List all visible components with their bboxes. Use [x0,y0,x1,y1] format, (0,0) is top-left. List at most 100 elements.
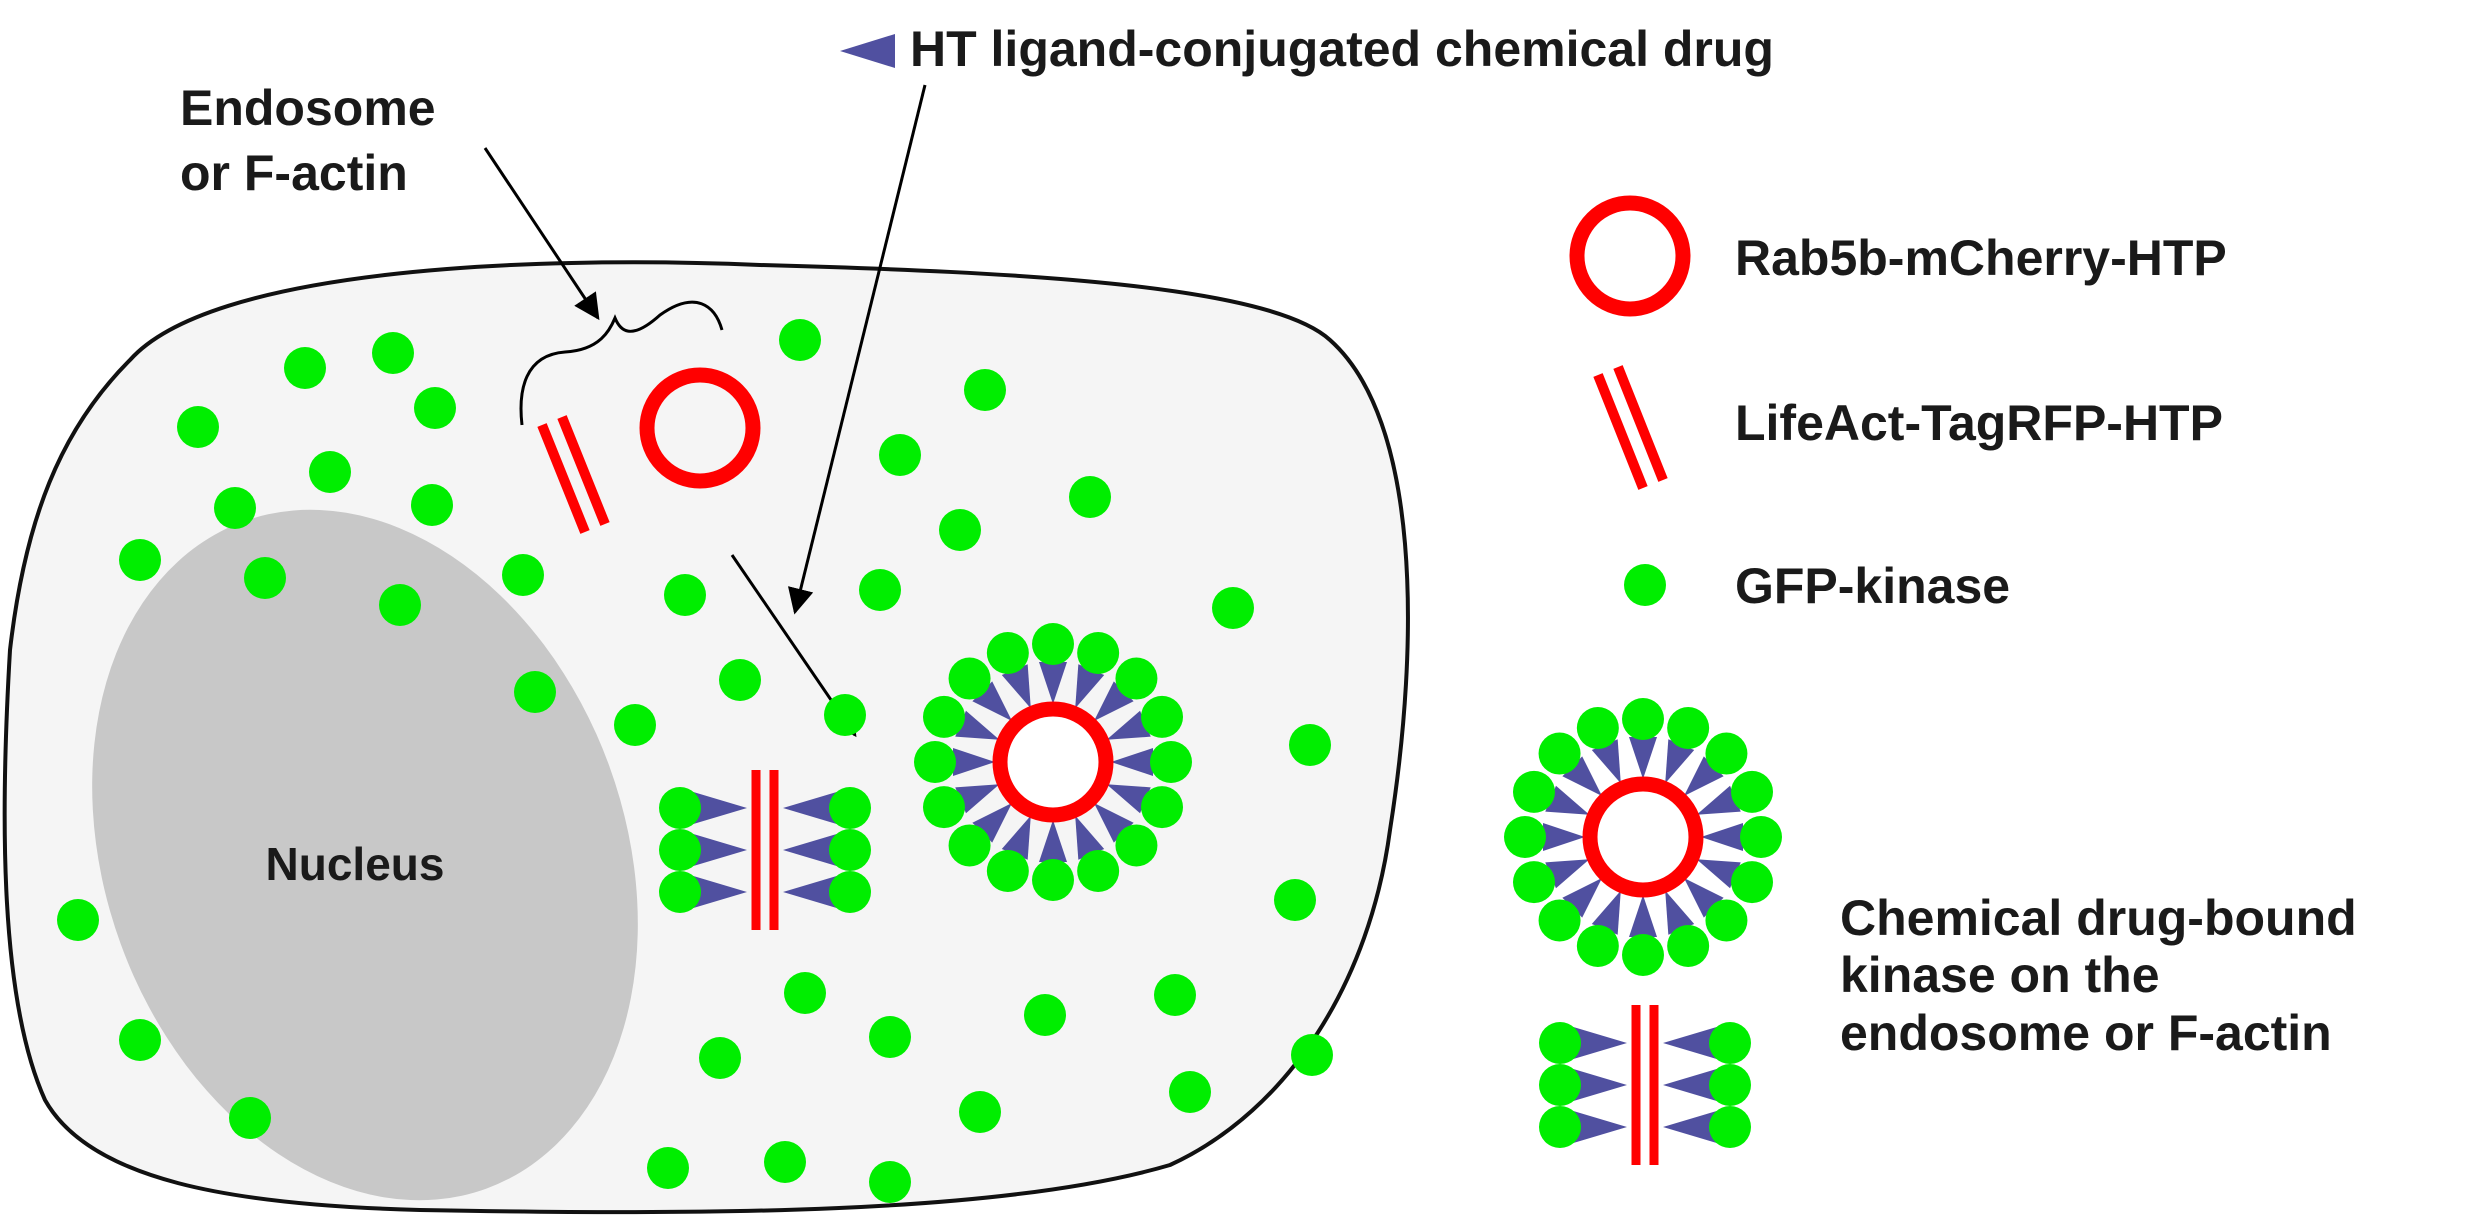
gfp-kinase-dot [284,347,326,389]
gfp-kinase-dot [939,509,981,551]
nucleus-label: Nucleus [266,838,445,890]
gfp-kinase-dot [1709,1106,1751,1148]
gfp-kinase-dot [1538,899,1581,942]
gfp-kinase-dot [1289,724,1331,766]
drug-triangle [1629,895,1657,937]
gfp-kinase-dot [879,434,921,476]
drug-triangle [783,833,840,867]
endosome-arrow [483,147,600,321]
gfp-kinase-dot [372,332,414,374]
drug-triangle [1665,739,1695,784]
drug-triangle [1663,1068,1720,1102]
drug-arrow [787,84,927,615]
nucleus [92,509,638,1201]
legend-bound-factin-icon [1539,1005,1751,1165]
factin-free-icon [537,415,610,534]
gfp-kinase-dot [1576,925,1619,968]
drug-triangle [1094,803,1134,843]
gfp-kinase-dot [779,319,821,361]
gfp-kinase-dot [1024,994,1066,1036]
gfp-kinase-dot [177,406,219,448]
drug-triangle [1684,878,1724,918]
gfp-kinase-dot [824,694,866,736]
gfp-kinase-dot [1077,850,1120,893]
drug-triangle [1001,664,1031,709]
drug-triangle [955,710,1000,740]
endosome-label-line2: or F-actin [180,145,408,201]
drug-triangle [1111,748,1153,776]
legend-bound-endosome-icon [1504,698,1782,976]
drug-triangle [1591,890,1621,935]
gfp-kinase-dot [1115,657,1158,700]
legend-bound-label-line3: endosome or F-actin [1840,1005,2332,1061]
drug-triangle [690,791,747,825]
gfp-kinase-dot [1141,695,1184,738]
gfp-kinase-dot [1705,732,1748,775]
gfp-kinase-dot [119,1019,161,1061]
gfp-kinase-dot [664,574,706,616]
gfp-kinase-dot [1069,476,1111,518]
gfp-kinase-dot [1141,786,1184,829]
bound-factin-complex [659,770,871,930]
gfp-kinase-dot [829,829,871,871]
drug-triangle [1106,710,1151,740]
gfp-kinase-dot [1622,698,1664,740]
gfp-kinase-dot [764,1141,806,1183]
drug-triangle [1696,859,1741,889]
gfp-kinase-dot [1731,770,1774,813]
gfp-kinase-dot [1274,879,1316,921]
gfp-kinase-dot [1576,706,1619,749]
drug-triangle [972,681,1012,721]
gfp-kinase-dot [1032,623,1074,665]
drug-triangle [1684,756,1724,796]
endosome-label-line1: Endosome [180,80,436,136]
gfp-kinase-dot [1538,732,1581,775]
gfp-kinase-dot [964,369,1006,411]
gfp-kinase-dot [829,787,871,829]
legend: Rab5b-mCherry-HTP LifeAct-TagRFP-HTP GFP… [1504,195,2357,1165]
legend-factin-icon [1593,365,1668,490]
gfp-kinase-dot [1154,974,1196,1016]
drug-triangle [1629,737,1657,779]
gfp-kinase-dot [119,539,161,581]
drug-triangle [690,875,747,909]
legend-gfp-icon [1624,564,1666,606]
drug-triangle [1094,681,1134,721]
gfp-kinase-dot [784,972,826,1014]
drug-triangle [953,748,995,776]
drug-triangle [1075,664,1105,709]
gfp-kinase-dot [1212,587,1254,629]
gfp-kinase-dot [1150,741,1192,783]
drug-triangle [1545,859,1590,889]
gfp-kinase-dot [1512,770,1555,813]
drug-triangle [1562,756,1602,796]
gfp-kinase-dot [1709,1022,1751,1064]
gfp-kinase-dot [1705,899,1748,942]
drug-triangle [783,791,840,825]
drug-triangle [1701,823,1743,851]
gfp-kinase-dot [1740,816,1782,858]
gfp-kinase-dot [869,1161,911,1203]
gfp-kinase-dot [948,657,991,700]
gfp-kinase-dot [1622,934,1664,976]
gfp-kinase-dot [514,671,556,713]
gfp-kinase-dot [1667,706,1710,749]
gfp-kinase-dot [229,1097,271,1139]
gfp-kinase-dot [1539,1064,1581,1106]
gfp-kinase-dot [719,659,761,701]
gfp-kinase-dot [614,704,656,746]
gfp-kinase-dot [869,1016,911,1058]
gfp-kinase-dot [659,829,701,871]
gfp-kinase-dot [948,824,991,867]
gfp-kinase-dot [214,487,256,529]
gfp-kinase-dot [914,741,956,783]
gfp-kinase-dots [57,319,1333,1203]
gfp-kinase-dot [1115,824,1158,867]
drug-triangle [1039,820,1067,862]
drug-triangle [1039,662,1067,704]
drug-triangle-icon [840,34,895,68]
gfp-kinase-dot [1077,631,1120,674]
gfp-kinase-dot [1032,859,1074,901]
legend-endosome-icon [1569,195,1691,317]
